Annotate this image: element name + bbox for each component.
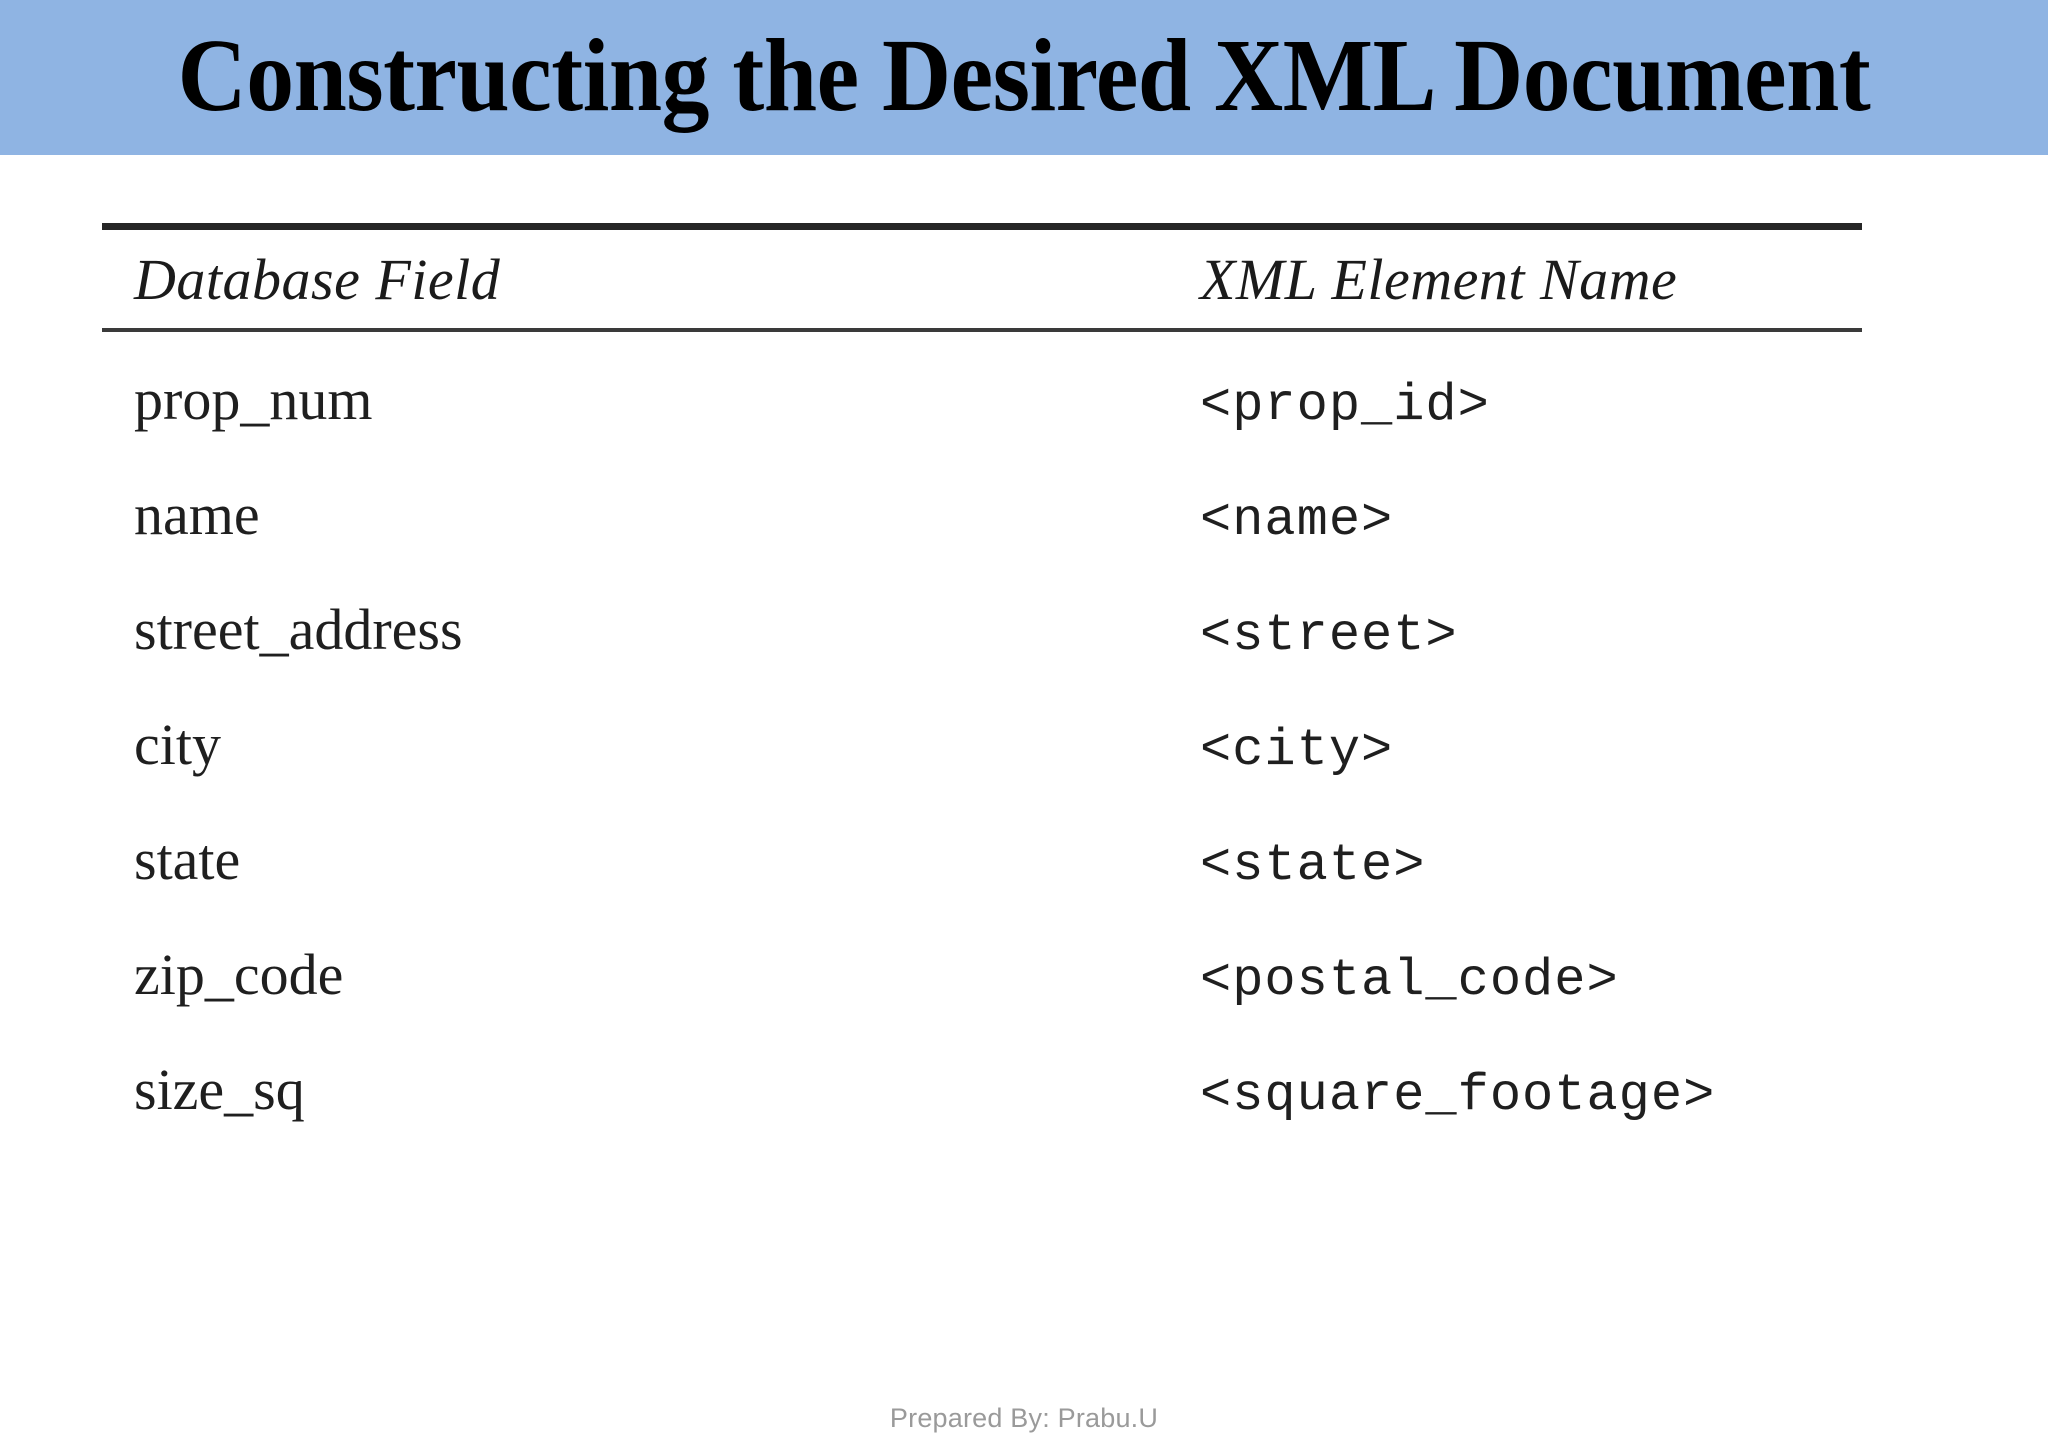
table-row: size_sq <square_footage> xyxy=(102,1056,1862,1171)
slide-title-banner: Constructing the Desired XML Document xyxy=(0,0,2048,155)
slide-content-area: Database Field XML Element Name prop_num… xyxy=(0,155,2048,1433)
xml-element-value: <postal_code> xyxy=(1200,951,1619,1010)
table-row: name <name> xyxy=(102,481,1862,596)
page-title: Constructing the Desired XML Document xyxy=(177,17,1871,133)
table-row: city <city> xyxy=(102,711,1862,826)
db-field-value: state xyxy=(134,827,241,892)
db-field-value: size_sq xyxy=(134,1057,305,1122)
db-field-value: zip_code xyxy=(134,942,344,1007)
table-body: prop_num <prop_id> name <name> street_ad… xyxy=(102,332,1862,1171)
db-field-value: street_address xyxy=(134,597,463,662)
xml-element-value: <state> xyxy=(1200,836,1426,895)
xml-element-value: <street> xyxy=(1200,606,1458,665)
xml-element-value: <city> xyxy=(1200,721,1394,780)
table-top-rule xyxy=(102,223,1862,230)
xml-element-value: <prop_id> xyxy=(1200,376,1490,435)
table-row: street_address <street> xyxy=(102,596,1862,711)
xml-element-value: <square_footage> xyxy=(1200,1066,1716,1125)
table-row: zip_code <postal_code> xyxy=(102,941,1862,1056)
field-mapping-table: Database Field XML Element Name prop_num… xyxy=(102,223,1862,1171)
column-header-xml-element-name: XML Element Name xyxy=(1200,246,1678,312)
table-row: state <state> xyxy=(102,826,1862,941)
db-field-value: name xyxy=(134,482,260,547)
xml-element-value: <name> xyxy=(1200,491,1394,550)
footer-credit-text: Prepared By: Prabu.U xyxy=(889,1403,1159,1433)
column-header-database-field: Database Field xyxy=(134,246,501,312)
table-header-rule xyxy=(102,328,1862,332)
db-field-value: city xyxy=(134,712,221,777)
table-header-row: Database Field XML Element Name xyxy=(102,230,1862,328)
table-row: prop_num <prop_id> xyxy=(102,366,1862,481)
db-field-value: prop_num xyxy=(134,367,373,432)
